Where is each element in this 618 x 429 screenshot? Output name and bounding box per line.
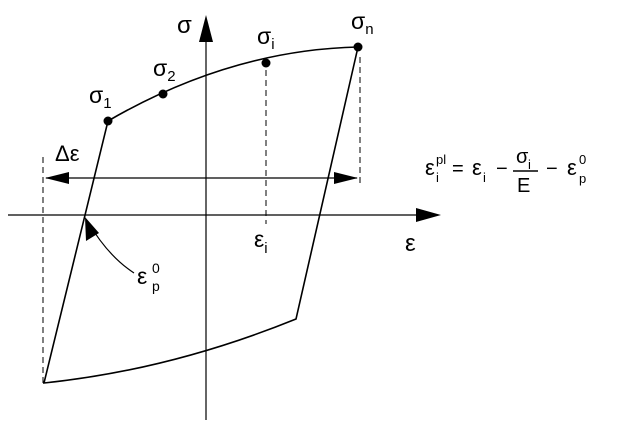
formula-equals: = — [452, 158, 464, 180]
eps-p0-pointer-arrowhead — [85, 217, 99, 241]
svg-text:ε: ε — [425, 155, 435, 180]
point-sigma-1 — [103, 116, 113, 126]
hysteresis-loop — [42, 46, 360, 384]
label-delta-eps: Δε — [55, 141, 80, 166]
label-eps-p0: ε 0 p — [137, 260, 160, 294]
formula-fraction: σ i E — [513, 147, 538, 197]
point-sigma-2 — [158, 89, 168, 99]
formula-lhs: ε pl i — [425, 152, 446, 185]
formula-term-eps-p0: ε 0 p — [567, 152, 586, 186]
svg-text:i: i — [436, 170, 439, 185]
point-sigma-n — [353, 42, 363, 52]
formula-minus-2: − — [546, 158, 558, 180]
stress-axis-arrowhead — [199, 15, 213, 42]
svg-text:0: 0 — [152, 260, 160, 276]
svg-text:p: p — [152, 278, 160, 294]
delta-eps-arrowhead-left — [45, 172, 69, 184]
strain-axis-label: ε — [405, 230, 416, 257]
svg-text:E: E — [517, 175, 530, 197]
svg-text:pl: pl — [436, 152, 446, 167]
strain-axis-arrowhead — [416, 208, 441, 222]
formula-minus-1: − — [496, 158, 508, 180]
svg-text:i: i — [528, 157, 531, 172]
svg-text:ε: ε — [137, 263, 147, 289]
plastic-strain-formula: ε pl i = ε i − σ i E − ε 0 p — [425, 147, 586, 197]
svg-text:0: 0 — [579, 152, 586, 167]
label-eps-i: εi — [254, 226, 268, 257]
svg-text:p: p — [579, 171, 586, 186]
label-sigma-2: σ2 — [153, 55, 176, 85]
delta-eps-arrowhead-right — [334, 172, 358, 184]
label-sigma-1: σ1 — [89, 82, 112, 112]
svg-text:ε: ε — [567, 155, 577, 180]
stress-axis-label: σ — [177, 12, 192, 39]
svg-text:ε: ε — [472, 155, 482, 180]
point-sigma-i — [261, 58, 271, 68]
label-sigma-i: σi — [257, 23, 275, 53]
svg-text:σ: σ — [516, 147, 529, 168]
label-sigma-n: σn — [351, 8, 374, 38]
formula-term-eps-i: ε i — [472, 155, 486, 185]
svg-text:i: i — [483, 170, 486, 185]
